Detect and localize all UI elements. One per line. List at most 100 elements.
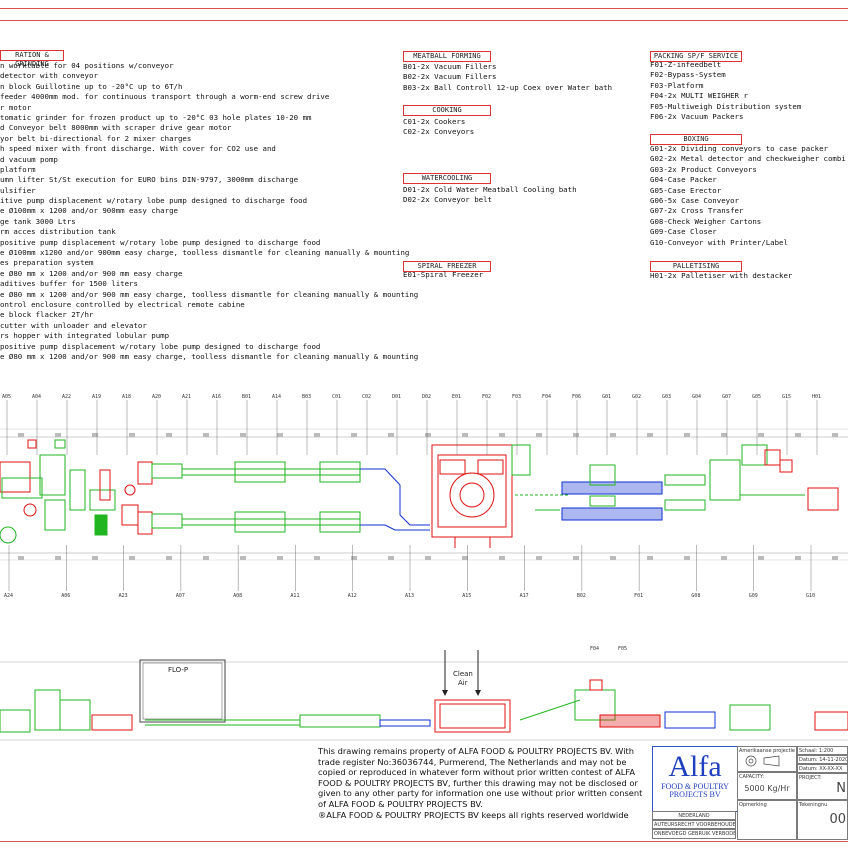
plan-label: A12 [348, 593, 357, 599]
plan-label: A11 [290, 593, 299, 599]
tb-drawing-no-label: Tekeningnu [799, 802, 828, 808]
logo-line2: PROJECTS BV [669, 790, 721, 799]
preparation-item: rm acces distribution tank [0, 227, 116, 237]
column-marker [203, 556, 209, 560]
column-marker [573, 556, 579, 560]
plan-label: A16 [212, 394, 221, 400]
column-marker [425, 556, 431, 560]
elev-f04-label: F04 [590, 646, 599, 652]
tb-project: PROJECT: N [797, 773, 848, 800]
column-marker [573, 433, 579, 437]
preparation-item: platform [0, 164, 36, 174]
watercooling-item: D01-2x Cold Water Meatball Cooling bath [403, 185, 577, 194]
packing-item: F06-2x Vacuum Packers [650, 111, 744, 121]
preparation-item: d Conveyor belt 8000mm with scraper driv… [0, 123, 232, 133]
column-marker [647, 556, 653, 560]
section-title-boxing: BOXING [650, 134, 742, 145]
plan-label: G04 [692, 394, 701, 400]
plan-label: G05 [752, 394, 761, 400]
plan-label: G01 [602, 394, 611, 400]
preparation-item: e Ø100mm x 1200 and/or 900mm easy charge [0, 206, 178, 216]
tb-capacity: CAPACITY: 5000 Kg/Hr [737, 772, 797, 800]
column-marker [388, 556, 394, 560]
preparation-item: ulsifier [0, 185, 36, 195]
plan-label: A05 [2, 394, 11, 400]
boxing-item: G10-Conveyor with Printer/Label [650, 237, 788, 247]
plan-label: G08 [691, 593, 700, 599]
plan-label: A13 [405, 593, 414, 599]
tb-date2-value: XX-XX-XX [819, 766, 843, 772]
plan-label: F01 [634, 593, 643, 599]
preparation-item: detector with conveyor [0, 71, 98, 81]
tb-scale-label: Schaal: [799, 748, 818, 754]
section-title-watercooling: WATERCOOLING [403, 173, 491, 184]
preparation-item: cutter with unloader and elevator [0, 320, 147, 330]
preparation-item: es preparation system [0, 258, 94, 268]
preparation-item: e Ø100mm x1200 and/or 900mm easy charge,… [0, 248, 410, 258]
plan-grid [0, 428, 848, 561]
tb-capacity-value: 5000 Kg/Hr [744, 784, 790, 793]
spiral-freezer-list: E01-Spiral Freezer [403, 270, 483, 280]
column-markers [18, 433, 838, 560]
plan-label: A21 [182, 394, 191, 400]
plan-label: A15 [462, 593, 471, 599]
preparation-item: itive pump displacement w/rotary lobe pu… [0, 196, 308, 206]
plan-label: F03 [512, 394, 521, 400]
column-marker [499, 433, 505, 437]
boxing-area [709, 444, 839, 511]
column-marker [684, 433, 690, 437]
plan-label: G03 [662, 394, 671, 400]
plan-label: A06 [61, 593, 70, 599]
boxing-item: G03-2x Product Conveyors [650, 164, 757, 174]
palletising-item: H01-2x Palletiser with destacker [650, 271, 793, 280]
tb-date-label: Datum: [799, 757, 818, 763]
boxing-list: G01-2x Dividing conveyors to case packer… [650, 144, 846, 248]
boxing-item: G04-Case Packer [650, 175, 717, 185]
notice-text: This drawing remains property of ALFA FO… [318, 746, 643, 809]
company-logo: Alfa FOOD & POULTRY PROJECTS BV [652, 746, 738, 812]
tb-capacity-label: CAPACITY: [739, 774, 765, 780]
column-marker [129, 433, 135, 437]
tb-scale-value: 1:200 [818, 748, 834, 754]
cooking-lines [137, 461, 430, 535]
plan-label: A04 [32, 394, 41, 400]
tb-date-value: 14-11-2020 [819, 757, 848, 763]
preparation-item: positive pump displacement w/rotary lobe… [0, 237, 321, 247]
column-marker [388, 433, 394, 437]
preparation-item: yor belt bi-directional for 2 mixer char… [0, 133, 192, 143]
column-marker [610, 433, 616, 437]
tb-date: Datum: 14-11-2020 [797, 755, 848, 764]
tb-forbidden: ONBEVOEGD GEBRUIK VERBODEN [652, 829, 736, 839]
sheet-frame [0, 8, 848, 842]
boxing-item: G02-2x Metal detector and checkweigher c… [650, 154, 846, 164]
projection-symbol-icon [745, 755, 780, 767]
property-notice: This drawing remains property of ALFA FO… [318, 746, 653, 820]
column-marker [610, 556, 616, 560]
tb-rights: AUTEURSRECHT VOORBEHOUDEN [652, 820, 736, 829]
palletising-list: H01-2x Palletiser with destacker [650, 271, 792, 281]
plan-label: G07 [722, 394, 731, 400]
plan-label: D01 [392, 394, 401, 400]
plan-label: G15 [782, 394, 791, 400]
packing-item: F03-Platform [650, 80, 704, 90]
elev-f05-label: F05 [618, 646, 627, 652]
preparation-item: e block flacker 2T/hr [0, 310, 94, 320]
column-marker [203, 433, 209, 437]
column-marker [351, 433, 357, 437]
cooking-item: C01-2x Cookers [403, 117, 466, 126]
plan-label: F04 [542, 394, 551, 400]
plan-label: C02 [362, 394, 371, 400]
packing-item: F02-Bypass-System [650, 70, 726, 80]
copyright-text: ®ALFA FOOD & POULTRY PROJECTS BV keeps a… [318, 809, 629, 820]
spiral-freezer-item: E01-Spiral Freezer [403, 270, 484, 279]
flo-label: FLO-P [168, 666, 188, 674]
plan-label: A18 [122, 394, 131, 400]
boxing-item: G09-Case Closer [650, 227, 717, 237]
boxing-item: G08-Check Weigher Cartons [650, 216, 762, 226]
column-marker [240, 556, 246, 560]
